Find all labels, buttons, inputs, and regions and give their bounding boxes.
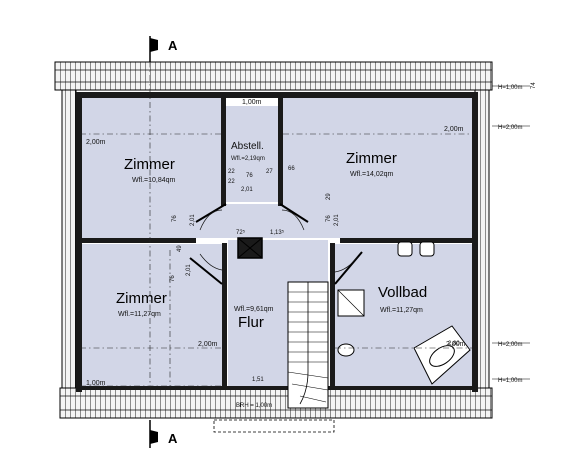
room-area-zimmer-ne: Wfl.=14,02qm — [350, 171, 394, 178]
dim-76-b: 76 — [246, 173, 253, 179]
dim-201-b: 2,01 — [190, 214, 196, 226]
dim-29: 29 — [326, 193, 332, 200]
wall-bottom — [76, 386, 476, 390]
wall-right — [472, 92, 478, 392]
dim-h100-bottom: 1,00m — [86, 380, 106, 387]
room-label-flur: Flur — [238, 314, 264, 331]
wall-flur-left — [222, 243, 227, 388]
section-marker-bottom: A — [149, 420, 178, 448]
room-area-zimmer-sw: Wfl.=11,27qm — [118, 311, 161, 318]
wall-abstell-left — [221, 96, 226, 206]
room-area-abstell: Wfl.=2,19qm — [231, 156, 265, 162]
wall-mid-left — [80, 238, 196, 243]
room-label-zimmer-sw: Zimmer — [116, 290, 167, 307]
wall-abstell-right — [278, 96, 283, 206]
dim-h200-left: 2,00m — [86, 139, 106, 146]
dim-201-c: 2,01 — [334, 214, 340, 226]
dim-h200-lower-left: 2,00m — [198, 341, 218, 348]
left-wall-band — [61, 89, 77, 389]
dim-280: 2,80 — [448, 341, 460, 347]
dim-h100-top: 1,00m — [242, 99, 262, 106]
dim-brh: BRH = 1,00m — [236, 403, 272, 409]
section-label-bottom: A — [168, 431, 178, 446]
room-label-abstell: Abstell. — [231, 141, 264, 152]
wall-flur-right — [330, 243, 335, 388]
roof-band-top — [54, 61, 493, 91]
room-abstell-area — [226, 106, 280, 202]
room-area-flur: Wfl.=9,61qm — [234, 306, 274, 313]
washbasin-2 — [419, 241, 435, 257]
right-h100-top: H=1,00m — [498, 85, 523, 91]
wall-left — [76, 92, 82, 392]
dim-22-b: 22 — [228, 179, 235, 185]
bathtub — [413, 325, 471, 385]
dim-201-d: 2,01 — [186, 264, 192, 276]
room-area-vollbad: Wfl.=11,27qm — [380, 307, 423, 314]
dim-76-a: 76 — [172, 215, 178, 222]
section-marker-top: A — [149, 36, 178, 62]
wall-mid-right — [340, 238, 474, 243]
dim-h200-right: 2,00m — [444, 126, 464, 133]
dim-22-a: 22 — [228, 169, 235, 175]
dim-201-a: 2,01 — [241, 187, 253, 193]
washbasin-1 — [397, 241, 413, 257]
dim-151: 1,51 — [252, 377, 264, 383]
dim-76-d: 76 — [170, 275, 176, 282]
dim-h200-lower-right: 2,00m — [446, 341, 466, 348]
roof-band-bottom — [59, 387, 493, 419]
right-h200-top: H=2,00m — [498, 125, 523, 131]
right-h200-bottom: H=2,00m — [498, 342, 523, 348]
room-label-vollbad: Vollbad — [378, 284, 427, 301]
dim-113-5: 1,13⁵ — [270, 229, 285, 236]
dim-66: 66 — [288, 166, 295, 172]
right-h100-bottom: H=1,00m — [498, 378, 523, 384]
section-label-top: A — [168, 38, 178, 53]
dim-49: 49 — [177, 245, 183, 252]
toilet — [337, 343, 355, 357]
room-area-zimmer-nw: Wfl.=10,84qm — [132, 177, 176, 184]
room-zimmer-ne-area — [282, 98, 472, 238]
dim-72-5: 72⁵ — [236, 229, 246, 236]
room-label-zimmer-ne: Zimmer — [346, 150, 397, 167]
room-zimmer-sw-area — [82, 244, 222, 388]
dim-76-c: 76 — [326, 215, 332, 222]
dim-27: 27 — [266, 169, 273, 175]
right-74: 74 — [531, 82, 537, 89]
landing-area — [196, 204, 308, 238]
room-label-zimmer-nw: Zimmer — [124, 156, 175, 173]
room-zimmer-nw-area — [82, 98, 222, 238]
wall-top — [76, 92, 476, 98]
